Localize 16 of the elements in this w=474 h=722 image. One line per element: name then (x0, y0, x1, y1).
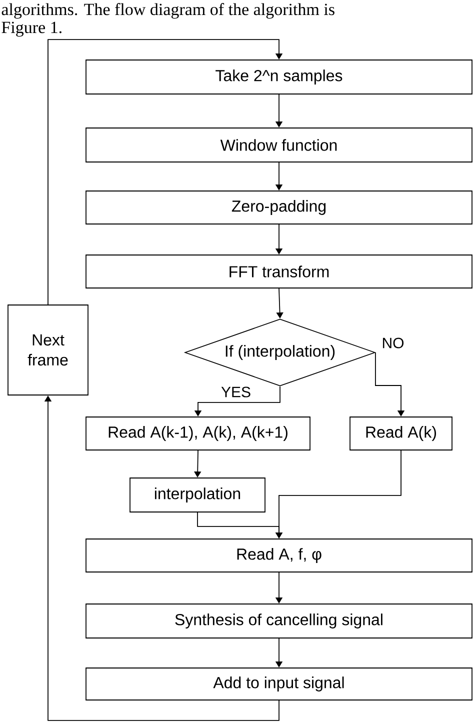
edge-label: YES (220, 386, 252, 398)
text-line: algorithms. The flow diagram of the algorithm is (2, 3, 334, 19)
process-box: Read A(k) (350, 416, 452, 450)
process-box: Read A(k-1), A(k), A(k+1) (86, 416, 310, 450)
arrow (48, 39, 283, 305)
process-box: FFT transform (86, 254, 472, 288)
process-box: Synthesis of cancelling signal (86, 604, 472, 638)
edge-label: NO (380, 336, 406, 350)
process-box: Add to input signal (86, 668, 472, 700)
process-box: Next frame (8, 304, 88, 396)
process-box: Read A, f, φ (86, 538, 472, 572)
process-box: Window function (86, 128, 472, 162)
figure-label: Figure 1. (2, 22, 62, 37)
process-box: Zero-padding (86, 190, 472, 224)
process-box: interpolation (130, 478, 266, 512)
process-box: Take 2^n samples (86, 60, 472, 94)
